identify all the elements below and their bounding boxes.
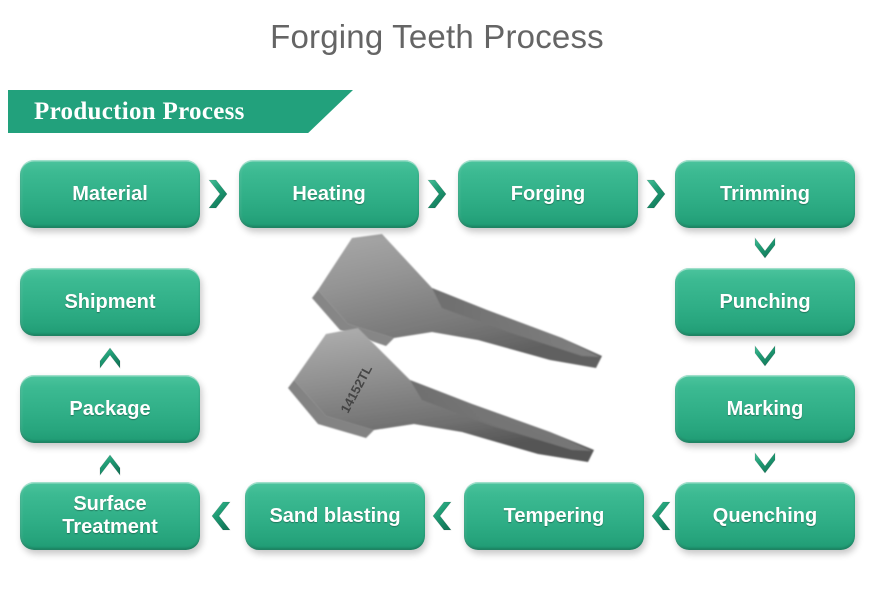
process-box-label: Package <box>69 397 151 420</box>
process-box-label: Heating <box>292 182 366 205</box>
chevron-surface-to-package-icon <box>97 447 123 481</box>
process-box-material[interactable]: Material <box>20 160 200 228</box>
chevron-quenching-to-tempering-icon <box>648 499 674 533</box>
process-box-surface-treatment[interactable]: Surface Treatment <box>20 482 200 550</box>
process-box-label: Marking <box>726 397 804 420</box>
chevron-forging-to-trimming-icon <box>643 177 669 211</box>
process-box-package[interactable]: Package <box>20 375 200 443</box>
chevron-package-to-shipment-icon <box>97 340 123 374</box>
production-process-banner: Production Process <box>8 90 353 133</box>
process-box-forging[interactable]: Forging <box>458 160 638 228</box>
chevron-material-to-heating-icon <box>205 177 231 211</box>
process-box-label: Trimming <box>719 182 810 205</box>
process-box-punching[interactable]: Punching <box>675 268 855 336</box>
chevron-heating-to-forging-icon <box>424 177 450 211</box>
chevron-tempering-to-sand-blasting-icon <box>429 499 455 533</box>
chevron-marking-to-quenching-icon <box>752 447 778 481</box>
chevron-punching-to-marking-icon <box>752 340 778 374</box>
process-box-label: Punching <box>719 290 811 313</box>
process-box-sand-blasting[interactable]: Sand blasting <box>245 482 425 550</box>
banner-label: Production Process <box>34 97 245 125</box>
chevron-sand-blasting-to-surface-icon <box>208 499 234 533</box>
chevron-trimming-to-punching-icon <box>752 232 778 266</box>
process-box-label: Sand blasting <box>269 504 401 527</box>
process-box-heating[interactable]: Heating <box>239 160 419 228</box>
process-box-label: Quenching <box>712 504 818 527</box>
page-title: Forging Teeth Process <box>270 18 604 55</box>
process-box-quenching[interactable]: Quenching <box>675 482 855 550</box>
process-box-label: Forging <box>510 182 586 205</box>
process-box-label: Shipment <box>64 290 156 313</box>
process-box-label: Tempering <box>503 504 605 527</box>
process-box-label: Material <box>72 182 148 205</box>
forged-teeth-photo: 14152TL <box>282 228 618 468</box>
process-box-marking[interactable]: Marking <box>675 375 855 443</box>
banner-shape <box>8 90 353 133</box>
process-box-trimming[interactable]: Trimming <box>675 160 855 228</box>
process-box-shipment[interactable]: Shipment <box>20 268 200 336</box>
process-box-tempering[interactable]: Tempering <box>464 482 644 550</box>
process-box-label: Surface Treatment <box>62 493 158 538</box>
